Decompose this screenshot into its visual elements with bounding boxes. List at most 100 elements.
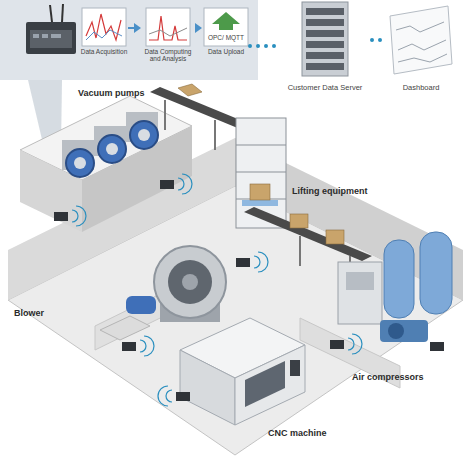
parcel (326, 230, 344, 244)
dashboard-chart (396, 22, 444, 32)
lift-platform (242, 200, 278, 206)
blower-motor (126, 296, 156, 314)
server-unit (306, 19, 344, 26)
workbench (100, 316, 150, 340)
air-tank (420, 232, 452, 314)
dashboard-chart (398, 40, 446, 50)
sensor-node (330, 340, 344, 349)
vacuum-pump (98, 135, 126, 163)
conveyor-leg (164, 100, 166, 130)
equipment-label: Vacuum pumps (78, 88, 145, 98)
blower (154, 246, 226, 318)
dashboard-chart (398, 54, 447, 62)
analysis-chart (149, 16, 187, 40)
node-text: Data Upload (202, 48, 250, 55)
device-port (33, 34, 39, 38)
server-unit (306, 63, 344, 70)
server-unit (306, 52, 344, 59)
arrow-head (134, 23, 141, 33)
pump-hub (106, 143, 118, 155)
compressor-unit (380, 320, 428, 342)
equipment-label: CNC machine (268, 428, 327, 438)
gateway-device (26, 22, 76, 54)
gateway-panel (0, 0, 258, 80)
icon-box (146, 8, 190, 46)
antenna (50, 5, 52, 22)
wireless-icon (72, 206, 86, 226)
conveyor-leg (299, 236, 301, 266)
wireless-icon (140, 336, 154, 356)
connector-line (372, 38, 385, 42)
antenna (62, 4, 63, 22)
air-tank (384, 240, 414, 318)
wireless-icon (178, 174, 192, 194)
connector (195, 23, 202, 33)
server-rack (302, 2, 348, 76)
pump-hub (138, 129, 150, 141)
parcel (178, 84, 202, 96)
vacuum-pump (130, 121, 158, 149)
connector-line (195, 27, 196, 29)
tower-shelf (236, 145, 286, 146)
sensor-node (160, 180, 174, 189)
control-cabinet (338, 262, 382, 324)
connector (372, 40, 385, 41)
conveyor (150, 87, 250, 129)
parcel (250, 184, 270, 200)
cnc-front (235, 345, 305, 425)
sensor-node (54, 212, 68, 221)
device-port (51, 34, 61, 38)
device-port (42, 34, 48, 38)
cnc-side (180, 350, 235, 425)
pump-hub (74, 157, 86, 169)
cnc-control (290, 360, 300, 376)
compressor-motor (388, 323, 404, 339)
cabinet-panel (346, 272, 374, 290)
wireless-icon (158, 386, 172, 406)
process-icon: OPC/ MQTT Data Upload (202, 6, 250, 76)
parcel (290, 214, 308, 228)
signal-chart (86, 30, 122, 40)
server-node: Customer Data Server (278, 0, 372, 100)
connector (128, 23, 141, 33)
wireless-icon (348, 334, 362, 354)
sensor-node (176, 392, 190, 401)
dashboard-screen (390, 6, 452, 74)
tower-shelf (236, 172, 286, 173)
equipment-label: Lifting equipment (292, 186, 368, 196)
node-text: Dashboard (385, 84, 457, 92)
analysis-chart (149, 28, 187, 36)
node-text: Data Acquisition (80, 48, 128, 55)
process-icon: Data Acquisition (80, 6, 128, 76)
equipment-label: Blower (14, 308, 44, 318)
sensor-node (236, 258, 250, 267)
connector-line (250, 44, 278, 48)
server-unit (306, 30, 344, 37)
arrow-head (195, 23, 202, 33)
vacuum-pump (66, 149, 94, 177)
icon-box (82, 8, 126, 46)
blower-intake (168, 260, 212, 304)
server-unit (306, 41, 344, 48)
upload-arrow (212, 12, 240, 30)
wireless-icon (254, 252, 268, 272)
dashboard-node: Dashboard (385, 0, 457, 100)
sensor-node (430, 342, 444, 351)
process-icon: Data Computing and Analysis (141, 6, 195, 78)
connector-line (128, 27, 135, 29)
device-front (30, 30, 72, 48)
server-unit (306, 8, 344, 15)
sensor-node (122, 342, 136, 351)
signal-chart (86, 14, 121, 40)
blower-hub (182, 274, 198, 290)
node-text: OPC/ MQTT (202, 34, 250, 41)
equipment-label: Air compressors (352, 372, 424, 382)
connector (250, 46, 278, 47)
conveyor-leg (214, 120, 216, 150)
node-text: Customer Data Server (278, 84, 372, 92)
cnc-window (245, 361, 285, 407)
node-text: Data Computing and Analysis (141, 48, 195, 62)
